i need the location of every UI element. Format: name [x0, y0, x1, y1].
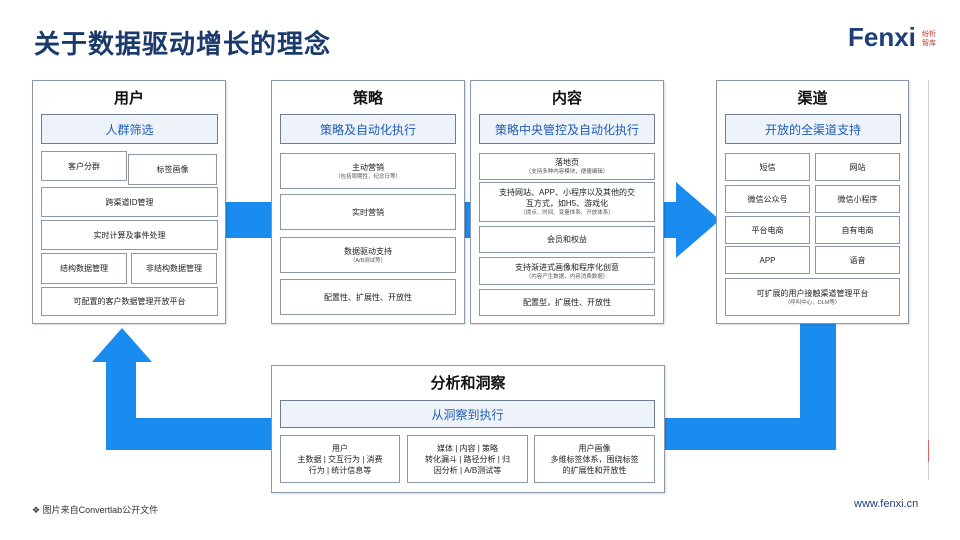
- brand-logo-sub-line1: 纷析: [922, 31, 936, 38]
- analysis-user-title: 用户: [332, 443, 348, 453]
- analysis-panel-title: 分析和洞察: [430, 375, 506, 392]
- landing-page-label: 落地页: [555, 158, 579, 167]
- channel-extensible-label: 可扩展的用户接触渠道管理平台: [756, 288, 869, 298]
- cdp-cell: 可配置的客户数据管理开放平台: [41, 287, 218, 316]
- brand-logo-sub-line2: 智库: [922, 40, 936, 47]
- customer-group-cell: 客户分群: [41, 151, 127, 181]
- tag-profile-cell: 标签画像: [128, 154, 217, 185]
- channel-sms: 短信: [725, 153, 810, 181]
- analysis-media-line3: 因分析 | A/B测试等: [433, 465, 502, 475]
- channel-app: APP: [725, 246, 810, 274]
- diamond-bullet-icon: ❖: [32, 505, 41, 515]
- website-link[interactable]: www.fenxi.cn: [854, 498, 919, 510]
- analysis-user-line2: 行为 | 统计信息等: [308, 465, 372, 475]
- progressive-profile-label: 支持渐进式画像和程序化创意: [515, 262, 619, 272]
- flow-arrow-head-right-icon: [676, 182, 720, 258]
- analysis-user-line1: 主数据 | 交互行为 | 消费: [297, 454, 383, 464]
- channel-panel-title: 渠道: [797, 90, 828, 107]
- multi-interaction-line1: 支持网站、APP、小程序以及其他的交: [498, 188, 635, 197]
- strategy-panel-title: 策略: [352, 90, 383, 107]
- data-driven-label: 数据驱动支持: [344, 246, 392, 256]
- progressive-profile-sub: （内容产生数据，内容消费数据）: [525, 273, 609, 280]
- active-marketing-label: 主动营销: [352, 162, 384, 172]
- brand-logo-sub: 纷析 智库: [922, 30, 936, 48]
- channel-extensible-sub: （呼叫中心、DLM等）: [784, 299, 841, 306]
- flow-band-lower-right: [660, 418, 836, 450]
- analysis-media-line2: 转化漏斗 | 路径分析 | 归: [424, 454, 511, 464]
- realtime-marketing-cell: 实时营销: [280, 194, 456, 230]
- channel-wechat-mini: 微信小程序: [815, 185, 900, 213]
- content-panel-header: 策略中央管控及自动化执行: [479, 114, 655, 144]
- right-divider-accent: [928, 440, 929, 462]
- active-marketing-cell: 主动营销 （包括周期性，纪念日等）: [280, 153, 456, 189]
- analysis-profile-line2: 的扩展性和开放性: [562, 465, 627, 475]
- channel-own-ec: 自有电商: [815, 216, 900, 244]
- channel-wechat-oa: 微信公众号: [725, 185, 810, 213]
- channel-website: 网站: [815, 153, 900, 181]
- analysis-panel-header: 从洞察到执行: [280, 400, 655, 428]
- content-panel-title: 内容: [551, 90, 582, 107]
- landing-page-sub: （支持多种内容模块，便捷编辑）: [525, 169, 609, 175]
- unstructured-data-cell: 非结构数据管理: [131, 253, 217, 284]
- membership-cell: 会员和权益: [479, 226, 655, 253]
- right-divider: [928, 80, 929, 480]
- channel-panel-header: 开放的全渠道支持: [725, 114, 901, 144]
- analysis-media-line1: 媒体 | 内容 | 策略: [436, 443, 499, 453]
- multi-interaction-cell: 支持网站、APP、小程序以及其他的交 互方式，如H5、游戏化 （提点、时间、变量…: [479, 182, 655, 222]
- source-note-text: 图片来自Convertlab公开文件: [42, 505, 159, 515]
- multi-interaction-line2: 互方式，如H5、游戏化: [525, 199, 609, 208]
- brand-logo: Fenxi: [848, 22, 916, 52]
- user-panel-title: 用户: [113, 90, 144, 107]
- analysis-media-cell: 媒体 | 内容 | 策略 转化漏斗 | 路径分析 | 归 因分析 | A/B测试…: [407, 435, 528, 483]
- flow-arrow-head-up-icon: [92, 328, 152, 362]
- analysis-user-cell: 用户 主数据 | 交互行为 | 消费 行为 | 统计信息等: [280, 435, 400, 483]
- source-note: ❖ 图片来自Convertlab公开文件: [32, 503, 158, 516]
- page-title: 关于数据驱动增长的理念: [34, 29, 332, 59]
- analysis-profile-cell: 用户画像 多维标签体系，围绕标签 的扩展性和开放性: [534, 435, 655, 483]
- analysis-profile-line1: 多维标签体系，围绕标签: [550, 454, 639, 464]
- strategy-panel-header: 策略及自动化执行: [280, 114, 456, 144]
- cross-channel-id-cell: 跨渠道ID管理: [41, 187, 218, 217]
- flow-up-channel: [106, 360, 136, 450]
- data-driven-cell: 数据驱动支持 （A/B测试等）: [280, 237, 456, 273]
- channel-voice: 语音: [815, 246, 900, 274]
- multi-interaction-sub: （提点、时间、变量体系、开放体系）: [520, 210, 614, 216]
- user-panel-header: 人群筛选: [41, 114, 218, 144]
- data-driven-sub: （A/B测试等）: [349, 257, 387, 264]
- channel-platform-ec: 平台电商: [725, 216, 810, 244]
- content-config-cell: 配置型，扩展性、开放性: [479, 289, 655, 316]
- analysis-profile-title: 用户画像: [578, 443, 611, 453]
- active-marketing-sub: （包括周期性，纪念日等）: [334, 173, 401, 180]
- landing-page-cell: 落地页 （支持多种内容模块，便捷编辑）: [479, 153, 655, 180]
- structured-data-cell: 结构数据管理: [41, 253, 127, 284]
- strategy-config-cell: 配置性、扩展性、开放性: [280, 279, 456, 315]
- progressive-profile-cell: 支持渐进式画像和程序化创意 （内容产生数据，内容消费数据）: [479, 257, 655, 285]
- realtime-cell: 实时计算及事件处理: [41, 220, 218, 250]
- channel-extensible-cell: 可扩展的用户接触渠道管理平台 （呼叫中心、DLM等）: [725, 278, 900, 316]
